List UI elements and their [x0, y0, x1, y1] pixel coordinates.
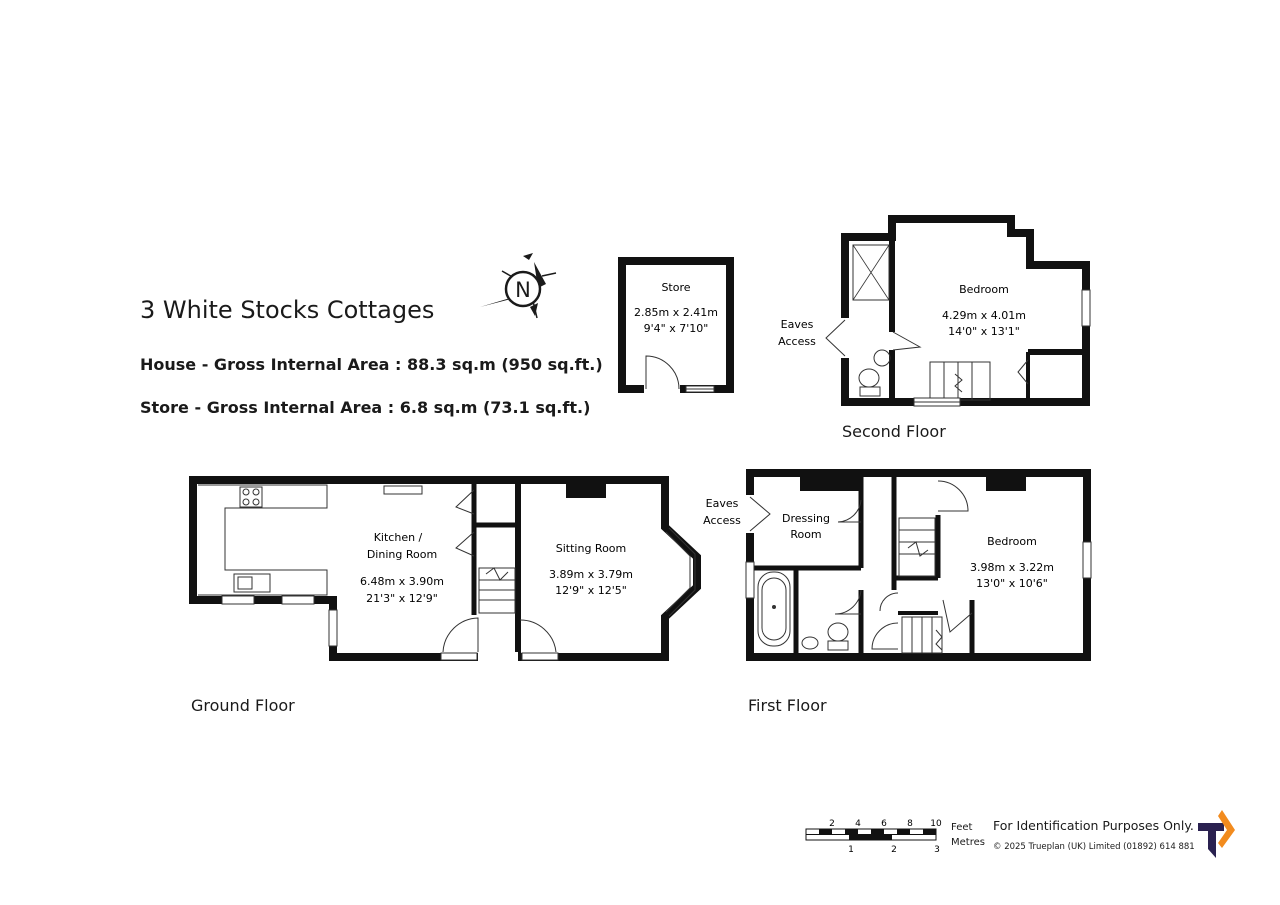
first-bedroom-name: Bedroom	[987, 535, 1037, 548]
second-floor-label: Second Floor	[842, 422, 946, 441]
kitchen-name-line1: Kitchen /	[374, 531, 423, 544]
kitchen-imperial: 21'3" x 12'9"	[366, 592, 438, 605]
ground-floor-label: Ground Floor	[191, 696, 295, 715]
sitting-room-imperial: 12'9" x 12'5"	[555, 584, 627, 597]
second-bedroom-imperial: 14'0" x 13'1"	[948, 325, 1020, 338]
scale-feet-label: Feet	[951, 822, 973, 833]
scale-metre-tick: 1	[848, 845, 854, 855]
store-room-imperial: 9'4" x 7'10"	[644, 322, 709, 335]
identification-note: For Identification Purposes Only.	[993, 818, 1194, 833]
store-plan: Store 2.85m x 2.41m 9'4" x 7'10"	[618, 257, 734, 394]
scale-feet-tick: 10	[930, 819, 942, 829]
compass-letter: N	[515, 278, 531, 302]
trueplan-logo-icon	[1198, 810, 1235, 858]
compass-icon: N	[480, 253, 557, 319]
kitchen-name-line2: Dining Room	[367, 548, 437, 561]
scale-feet-tick: 4	[855, 819, 861, 829]
scale-metres-label: Metres	[951, 837, 985, 848]
ground-floor-plan: Kitchen / Dining Room 6.48m x 3.90m 21'3…	[189, 476, 701, 662]
second-eaves-line1: Eaves	[781, 318, 814, 331]
scale-feet-tick: 8	[907, 819, 913, 829]
property-title: 3 White Stocks Cottages	[140, 296, 435, 324]
first-eaves-line1: Eaves	[706, 497, 739, 510]
house-area-text: House - Gross Internal Area : 88.3 sq.m …	[140, 355, 603, 374]
second-floor-plan: Bedroom 4.29m x 4.01m 14'0" x 13'1" Eave…	[778, 215, 1091, 407]
second-bedroom-name: Bedroom	[959, 283, 1009, 296]
first-bedroom-imperial: 13'0" x 10'6"	[976, 577, 1048, 590]
first-bedroom-metric: 3.98m x 3.22m	[970, 561, 1054, 574]
scale-metre-tick: 3	[934, 845, 940, 855]
store-room-metric: 2.85m x 2.41m	[634, 306, 718, 319]
scale-metre-tick: 2	[891, 845, 897, 855]
first-floor-label: First Floor	[748, 696, 827, 715]
copyright-text: © 2025 Trueplan (UK) Limited (01892) 614…	[993, 842, 1195, 852]
kitchen-metric: 6.48m x 3.90m	[360, 575, 444, 588]
first-eaves-line2: Access	[703, 514, 741, 527]
first-floor-plan: Dressing Room Bedroom 3.98m x 3.22m 13'0…	[703, 469, 1092, 661]
sitting-room-metric: 3.89m x 3.79m	[549, 568, 633, 581]
dressing-room-line2: Room	[790, 528, 821, 541]
scale-bar: 2 4 6 8 10 1 2 3	[805, 819, 942, 855]
second-bedroom-metric: 4.29m x 4.01m	[942, 309, 1026, 322]
second-eaves-line2: Access	[778, 335, 816, 348]
scale-feet-tick: 2	[829, 819, 835, 829]
sitting-room-name: Sitting Room	[556, 542, 627, 555]
store-area-text: Store - Gross Internal Area : 6.8 sq.m (…	[140, 398, 591, 417]
store-room-name: Store	[661, 281, 690, 294]
scale-feet-tick: 6	[881, 819, 887, 829]
dressing-room-line1: Dressing	[782, 512, 830, 525]
